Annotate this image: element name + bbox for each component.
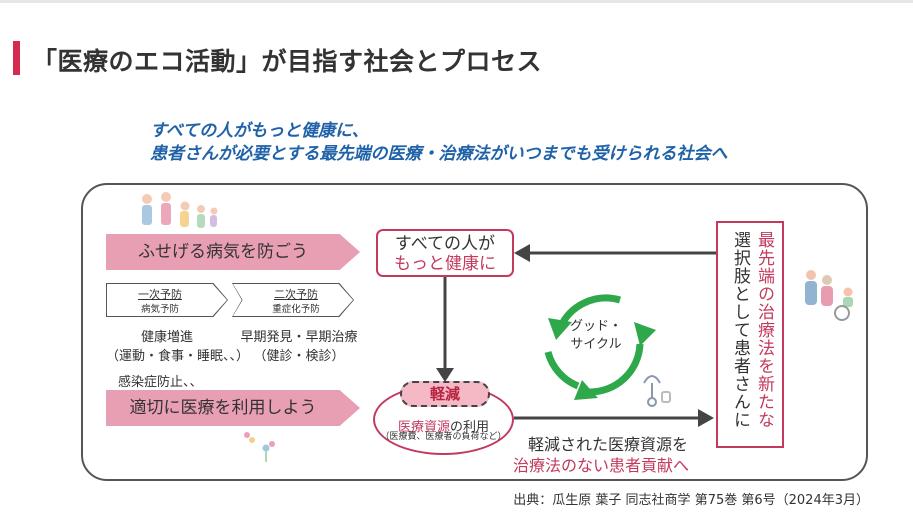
prevent-disease-arrow: ふせげる病気を防ごう [106,234,360,270]
everyone-line-1: すべての人が [394,234,496,254]
medical-resource-text: 医療資源の利用 [378,416,509,435]
secondary-prevention-chevron: 二次予防 重症化予防 [232,283,354,317]
cycle-arc-left [544,350,580,390]
new-treatment-box: 最先端の治療法を新たな 選択肢として患者さんに [716,221,784,448]
reduced-resource-line-1: 軽減された医療資源を [528,435,689,454]
good-cycle-line-1: グッド・ [569,319,622,334]
health-promotion-text: 健康増進 （運動・食事・睡眠、、） [106,326,250,364]
cycle-head-1 [548,318,572,340]
primary-prevention-chevron: 一次予防 病気予防 [106,283,228,317]
early-detection-text: 早期発見・早期治療 （健診・検診） [238,326,360,364]
use-care-arrow: 適切に医療を利用しよう [106,390,360,426]
page-title: 「医療のエコ活動」が目指す社会とプロセス [32,47,543,76]
headline-line-2: 患者さんが必要とする最先端の医療・治療法がいつまでも受けられる社会へ [150,144,728,164]
secondary-prevention-title: 二次予防 [274,288,318,301]
reduced-resource-line-2: 治療法のない患者貢献へ [513,456,690,475]
everyone-healthier-box: すべての人が もっと健康に [376,229,514,277]
secondary-prevention-sub: 重症化予防 [272,304,320,315]
stethoscope-icon [643,375,671,407]
elderly-people-icon [805,270,853,321]
medical-resource-red: 医療資源 [397,420,450,435]
primary-prevention-title: 一次予防 [138,288,182,301]
everyone-line-2: もっと健康に [394,254,496,274]
cycle-arc-right [589,343,644,396]
cycle-head-3 [574,380,598,400]
prevent-disease-label: ふせげる病気を防ごう [138,242,308,262]
use-care-label: 適切に医療を利用しよう [129,398,317,418]
health-promotion-line-1: 健康増進 [140,330,193,345]
new-treatment-col-1: 最先端の治療法を新たな [754,231,774,429]
reduce-badge: 軽減 [400,381,490,407]
headline-line-1: すべての人がもっと健康に、 [150,121,369,141]
good-cycle-label: グッド・ サイクル [566,318,626,354]
primary-prevention-sub: 病気予防 [140,304,179,315]
medical-resource-note: （医療費、医療者の負荷など） [380,432,507,442]
source-citation: 出典：瓜生原 葉子 同志社商学 第75巻 第6号（2024年3月） [513,493,869,508]
cycle-head-2 [634,322,656,346]
down-arrow-head [436,368,454,382]
medical-resource-rest: の利用 [450,420,490,435]
title-accent-bar [13,41,20,75]
right-arrow-head [698,409,714,427]
flower-icon [244,432,275,462]
exercise-people-icon [142,192,218,228]
good-cycle-line-2: サイクル [570,337,622,352]
early-detection-line-1: 早期発見・早期治療 [240,330,358,345]
early-detection-line-2: （健診・検診） [253,349,345,364]
health-promotion-line-2: （運動・食事・睡眠、、） [106,349,250,364]
infection-prevention-text: 感染症防止、、 [118,375,203,390]
top-divider [0,0,913,3]
new-treatment-col-2: 選択肢として患者さんに [730,231,750,429]
left-arrow-head [514,244,530,262]
